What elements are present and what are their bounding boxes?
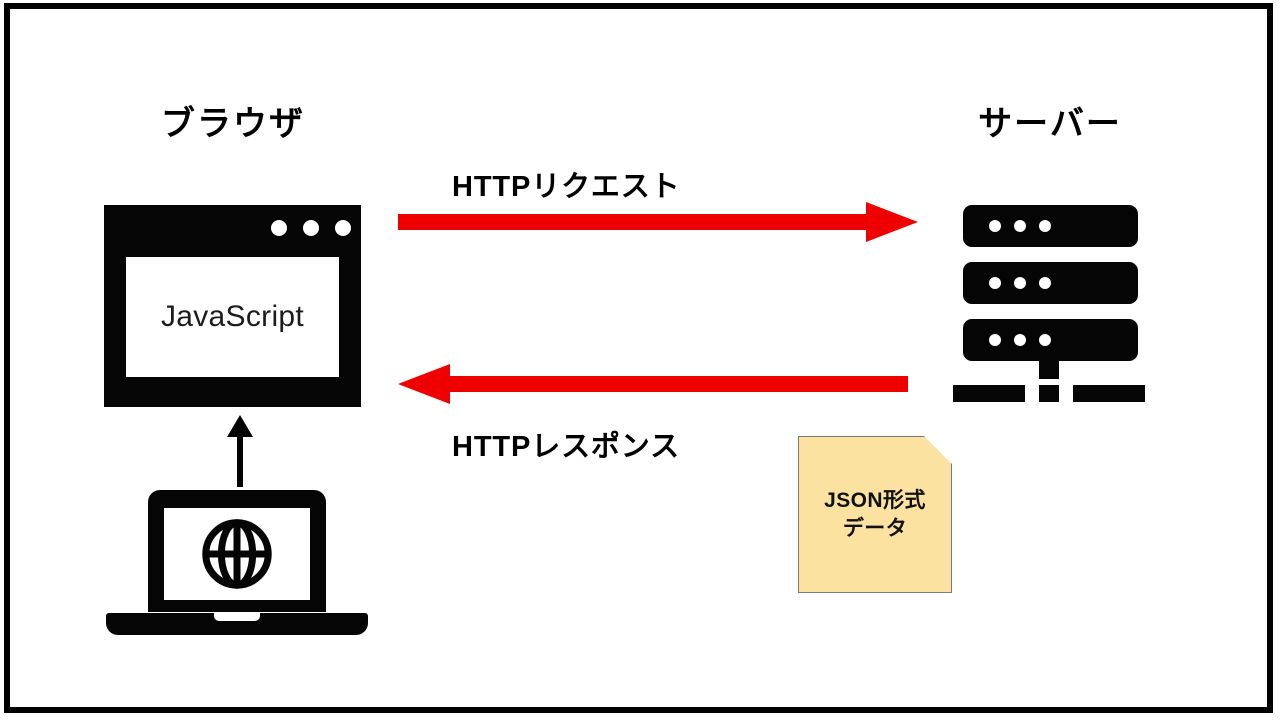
server-led-icon <box>989 334 1001 346</box>
laptop-globe-icon <box>106 490 368 645</box>
server-rack-unit <box>963 205 1138 247</box>
window-dot-icon <box>303 220 319 236</box>
server-rack-unit <box>963 262 1138 304</box>
globe-icon <box>202 519 272 589</box>
server-led-icon <box>1014 220 1026 232</box>
javascript-label: JavaScript <box>160 300 305 333</box>
laptop-base <box>106 613 368 635</box>
server-led-icon <box>989 220 1001 232</box>
laptop-screen <box>164 508 310 600</box>
note-line-2: データ <box>842 516 908 540</box>
window-dot-icon <box>335 220 351 236</box>
note-text: JSON形式 データ <box>798 436 952 593</box>
browser-titlebar <box>104 205 361 251</box>
server-led-icon <box>1014 334 1026 346</box>
browser-viewport: JavaScript <box>126 257 339 377</box>
http-response-label: HTTPレスポンス <box>452 431 680 463</box>
server-led-icon <box>1039 334 1051 346</box>
browser-section-title: ブラウザ <box>160 105 306 143</box>
user-to-browser-arrow-icon <box>227 415 253 487</box>
server-stand-stem <box>1039 357 1059 379</box>
note-paper-shape <box>798 436 952 593</box>
server-led-icon <box>989 277 1001 289</box>
server-rack-icon <box>950 205 1150 410</box>
note-line-1: JSON形式 <box>824 488 926 512</box>
http-request-arrow-icon <box>398 202 918 242</box>
laptop-trackpad-notch <box>214 613 260 621</box>
server-stand-foot <box>1073 385 1145 402</box>
server-stand-foot <box>1039 385 1059 402</box>
server-led-icon <box>1039 220 1051 232</box>
server-led-icon <box>1039 277 1051 289</box>
server-led-icon <box>1014 277 1026 289</box>
json-data-note: JSON形式 データ <box>798 436 952 593</box>
browser-window-icon: JavaScript <box>104 205 361 407</box>
http-response-arrow-icon <box>398 364 908 404</box>
server-rack-unit <box>963 319 1138 361</box>
window-dot-icon <box>271 220 287 236</box>
laptop-lid <box>148 490 326 612</box>
http-request-label: HTTPリクエスト <box>452 171 681 203</box>
server-section-title: サーバー <box>978 105 1122 143</box>
server-stand-foot <box>953 385 1025 402</box>
